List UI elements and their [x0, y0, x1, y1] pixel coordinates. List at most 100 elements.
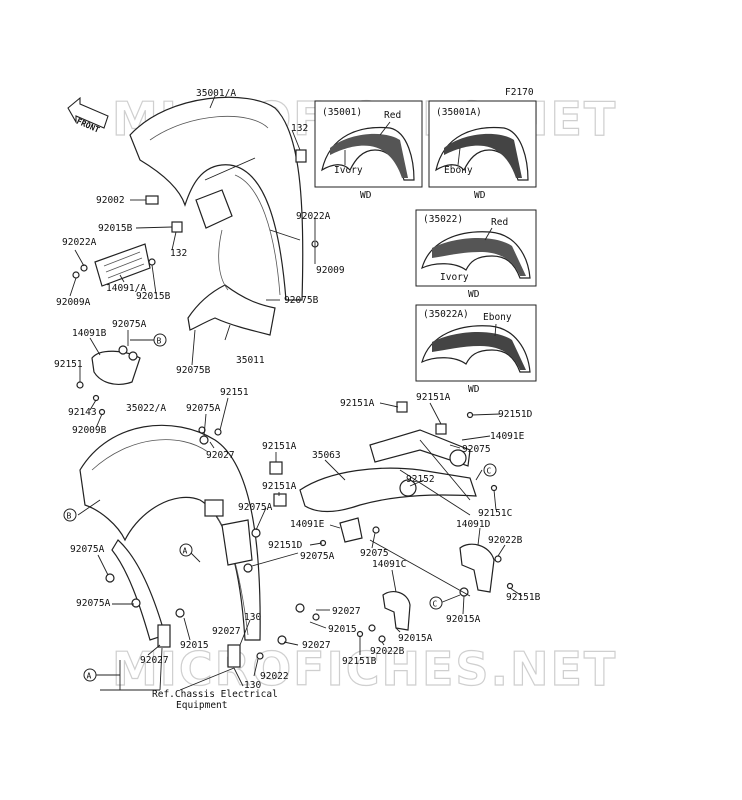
svg-text:WD: WD	[360, 190, 372, 201]
leader-lines	[69, 95, 523, 691]
callout-circle-b-1: B	[153, 333, 167, 347]
svg-text:Ivory: Ivory	[440, 272, 469, 283]
part-label: 92151D	[498, 409, 533, 420]
diagram-code: F2170	[505, 87, 534, 98]
part-label: 92151B	[342, 656, 377, 667]
svg-text:WD: WD	[468, 384, 480, 395]
part-label: 92075A	[70, 544, 105, 555]
part-label: 92075A	[76, 598, 111, 609]
svg-text:(35022A): (35022A)	[423, 309, 469, 320]
variant-box-35022: (35022) Red Ivory WD	[415, 209, 537, 300]
part-label: 92075A	[300, 551, 335, 562]
part-label: 92009	[316, 265, 345, 276]
front-fender	[129, 96, 304, 301]
svg-text:Ebony: Ebony	[444, 165, 473, 176]
part-label: 92009A	[56, 297, 91, 308]
rear-bracket	[221, 519, 253, 566]
part-label: 92075B	[284, 295, 319, 306]
part-label: 35011	[236, 355, 265, 366]
part-label: 35001/A	[196, 88, 236, 99]
svg-text:(35001): (35001)	[322, 107, 362, 118]
part-label: 92015	[328, 624, 357, 635]
svg-text:B: B	[157, 337, 162, 346]
clip-left	[157, 624, 171, 648]
part-label: 35063	[312, 450, 341, 461]
part-labels: 35001/A 132 92002 92015B 132 92022A 9202…	[54, 88, 541, 691]
svg-text:(35001A): (35001A)	[436, 107, 482, 118]
part-label: 92009B	[72, 425, 107, 436]
part-label: 92152	[406, 474, 435, 485]
part-label: 130	[244, 612, 261, 623]
callout-circle-b-2: B	[63, 508, 77, 522]
part-label: 132	[170, 248, 187, 259]
svg-text:Red: Red	[384, 110, 401, 121]
part-label: 92151A	[416, 392, 451, 403]
part-label: 92151B	[506, 592, 541, 603]
part-label: 130	[244, 680, 261, 691]
variant-box-35001: (35001) Red Ivory WD	[314, 100, 423, 201]
svg-text:Ebony: Ebony	[483, 312, 512, 323]
front-cover-14091a	[94, 243, 151, 287]
part-label: 92075A	[186, 403, 221, 414]
part-label: 92151D	[268, 540, 303, 551]
ref-note-line2: Equipment	[176, 700, 227, 711]
part-label: 14091C	[372, 559, 406, 570]
part-label: 35022/A	[126, 403, 166, 414]
svg-text:WD: WD	[474, 190, 486, 201]
part-label: 92015B	[98, 223, 133, 234]
rear-plate	[204, 499, 224, 517]
part-label: 14091E	[290, 519, 325, 530]
svg-text:A: A	[183, 547, 188, 556]
part-label: 92151A	[262, 441, 297, 452]
part-label: 92022A	[62, 237, 97, 248]
callout-circle-a-1: A	[179, 543, 193, 557]
part-label: 92027	[212, 626, 241, 637]
part-label: 92027	[302, 640, 331, 651]
part-label: 14091B	[72, 328, 107, 339]
bracket-14091c	[382, 591, 411, 631]
watermark-bottom: MICROFICHES.NET	[112, 642, 617, 696]
part-label: 92143	[68, 407, 97, 418]
part-label: 92002	[96, 195, 125, 206]
part-label: 92151	[54, 359, 83, 370]
part-label: 132	[291, 123, 308, 134]
part-label: 92015B	[136, 291, 171, 302]
svg-text:C: C	[433, 600, 438, 609]
part-label: 14091E	[490, 431, 525, 442]
callout-circle-c-2: C	[429, 596, 443, 610]
part-label: 92151	[220, 387, 249, 398]
callout-circle-c-1: C	[483, 463, 497, 477]
callout-circle-a-2: A	[83, 668, 97, 682]
part-label: 92151A	[262, 481, 297, 492]
part-label: 92075	[462, 444, 491, 455]
part-label: 14091/A	[106, 283, 146, 294]
part-label: 92075	[360, 548, 389, 559]
part-label: 92151C	[478, 508, 512, 519]
part-label: 92015	[180, 640, 209, 651]
svg-text:Red: Red	[491, 217, 508, 228]
bracket-14091b	[91, 350, 141, 385]
bracket-14091d	[459, 543, 495, 593]
part-label: 92027	[140, 655, 169, 666]
part-label: 92151A	[340, 398, 375, 409]
svg-text:C: C	[487, 467, 492, 476]
part-label: 92027	[206, 450, 235, 461]
bracket-14091e	[339, 517, 363, 543]
part-label: 92075A	[112, 319, 147, 330]
svg-text:(35022): (35022)	[423, 214, 463, 225]
front-fender-brace	[187, 229, 276, 336]
part-label: 92015A	[398, 633, 433, 644]
front-plate	[195, 189, 233, 229]
part-label: 92027	[332, 606, 361, 617]
ref-note-line1: Ref.Chassis Electrical	[152, 689, 278, 700]
svg-text:B: B	[67, 512, 72, 521]
part-label: 92022B	[370, 646, 405, 657]
part-label: 92075A	[238, 502, 273, 513]
rear-fender-frame	[299, 429, 477, 516]
clip-right	[227, 644, 241, 668]
svg-text:Ivory: Ivory	[334, 165, 363, 176]
svg-text:WD: WD	[468, 289, 480, 300]
part-label: 14091D	[456, 519, 491, 530]
